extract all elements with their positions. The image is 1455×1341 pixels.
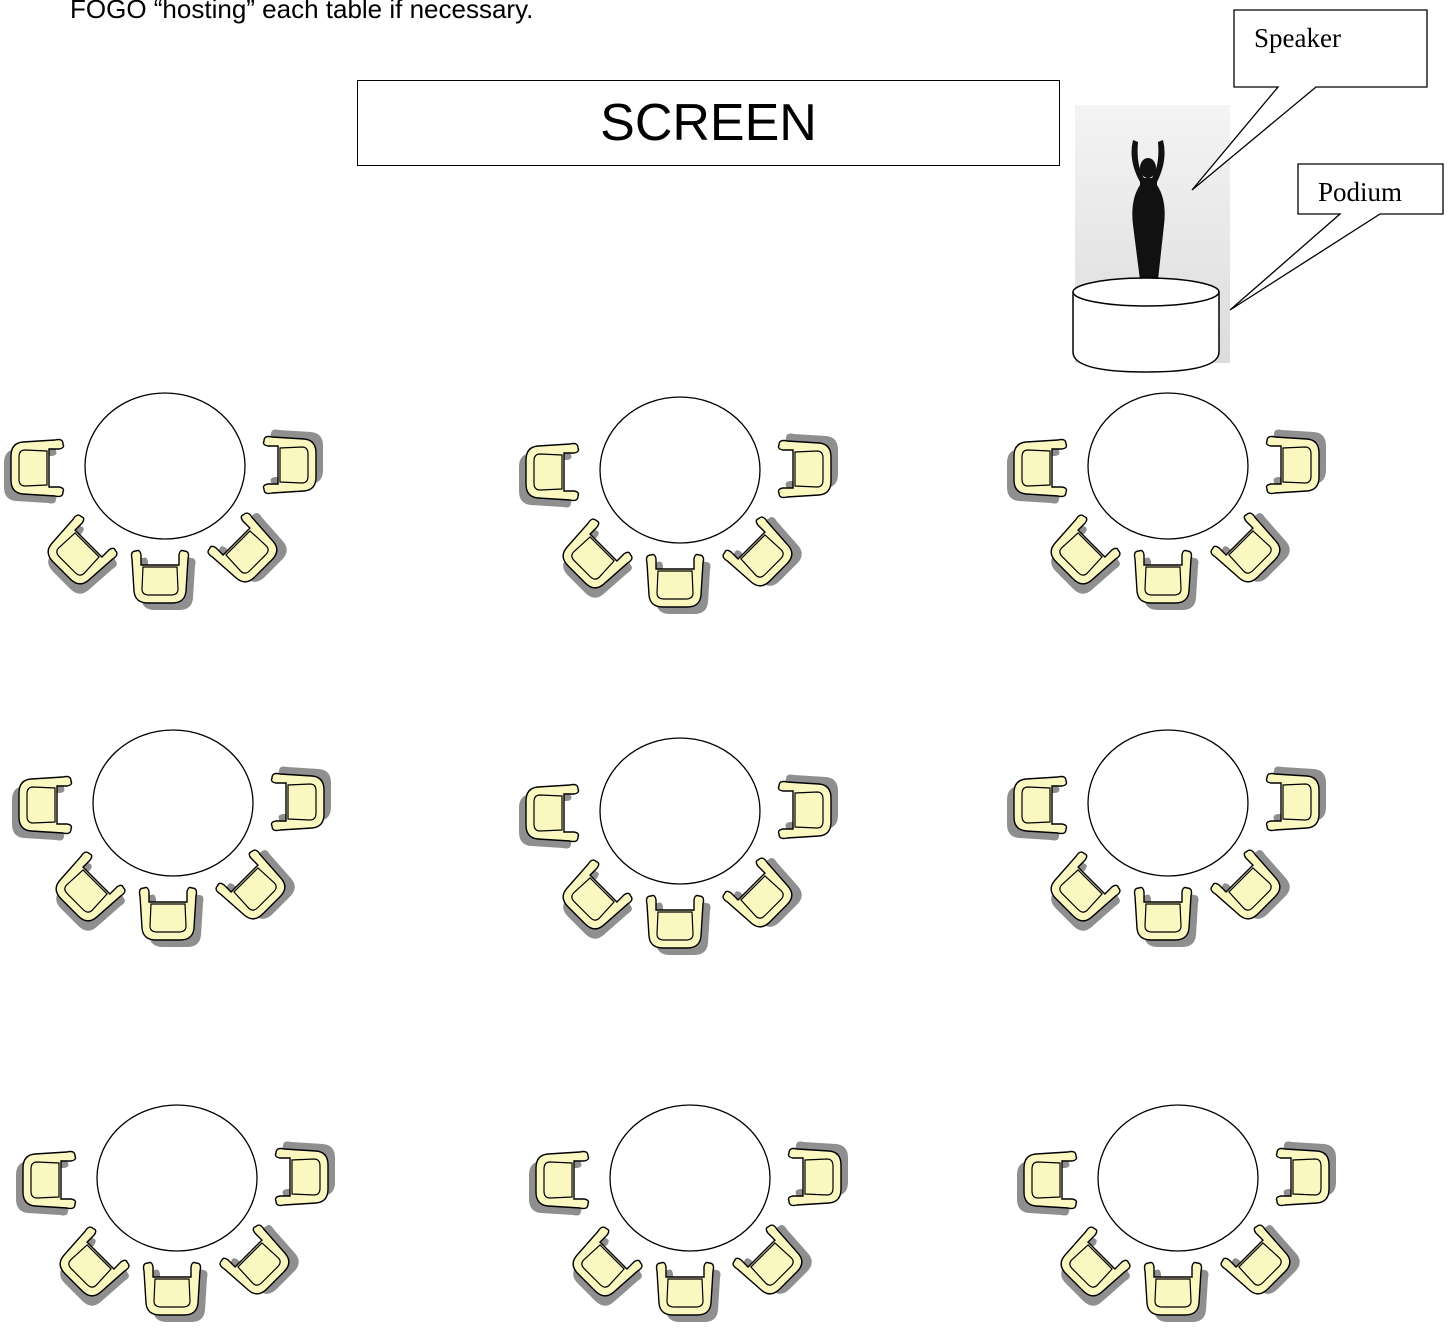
chair-icon: [519, 785, 579, 849]
chair-icon: [132, 551, 196, 611]
chair-icon: [272, 767, 332, 831]
chair-icon: [1007, 777, 1067, 841]
chair-icon: [16, 1152, 76, 1216]
podium-icon: [1073, 278, 1219, 372]
round-table-icon: [1088, 393, 1248, 539]
tables-layer: [4, 393, 1336, 1322]
chair-icon: [657, 1263, 721, 1323]
table-group-3-2: [529, 1105, 848, 1322]
table-group-2-3: [1007, 730, 1326, 947]
speaker-callout-text: Speaker: [1254, 23, 1341, 53]
chair-icon: [552, 858, 639, 945]
chair-icon: [1267, 430, 1327, 494]
chair-icon: [49, 1225, 136, 1312]
chair-icon: [1007, 440, 1067, 504]
podium-callout: Podium: [1230, 164, 1443, 310]
chair-icon: [1040, 850, 1127, 937]
chair-icon: [562, 1225, 649, 1312]
chair-icon: [779, 775, 839, 839]
chair-icon: [12, 777, 72, 841]
round-table-icon: [600, 738, 760, 884]
chair-icon: [1040, 513, 1127, 600]
round-table-icon: [85, 393, 245, 539]
chair-icon: [647, 555, 711, 615]
chair-icon: [529, 1152, 589, 1216]
chair-icon: [4, 440, 64, 504]
chair-icon: [1135, 888, 1199, 948]
chair-icon: [1277, 1142, 1337, 1206]
chair-icon: [1050, 1225, 1137, 1312]
chair-icon: [1267, 767, 1327, 831]
table-group-1-2: [519, 397, 838, 614]
chair-icon: [140, 888, 204, 948]
chair-icon: [1135, 551, 1199, 611]
chair-icon: [276, 1142, 336, 1206]
round-table-icon: [93, 730, 253, 876]
table-group-1-3: [1007, 393, 1326, 610]
chair-icon: [552, 517, 639, 604]
table-group-3-1: [16, 1105, 335, 1322]
chair-icon: [519, 444, 579, 508]
round-table-icon: [1088, 730, 1248, 876]
table-group-2-2: [519, 738, 838, 955]
chair-icon: [647, 896, 711, 956]
chair-icon: [1145, 1263, 1209, 1323]
chair-icon: [45, 850, 132, 937]
round-table-icon: [610, 1105, 770, 1251]
round-table-icon: [97, 1105, 257, 1251]
chair-icon: [264, 430, 324, 494]
table-group-2-1: [12, 730, 331, 947]
chair-icon: [37, 513, 124, 600]
chair-icon: [779, 434, 839, 498]
chair-icon: [144, 1263, 208, 1323]
round-table-icon: [1098, 1105, 1258, 1251]
chair-icon: [789, 1142, 849, 1206]
speaker-group: [1073, 105, 1230, 372]
podium-callout-text: Podium: [1318, 177, 1402, 207]
table-group-3-3: [1017, 1105, 1336, 1322]
chair-icon: [1017, 1152, 1077, 1216]
round-table-icon: [600, 397, 760, 543]
table-group-1-1: [4, 393, 323, 610]
